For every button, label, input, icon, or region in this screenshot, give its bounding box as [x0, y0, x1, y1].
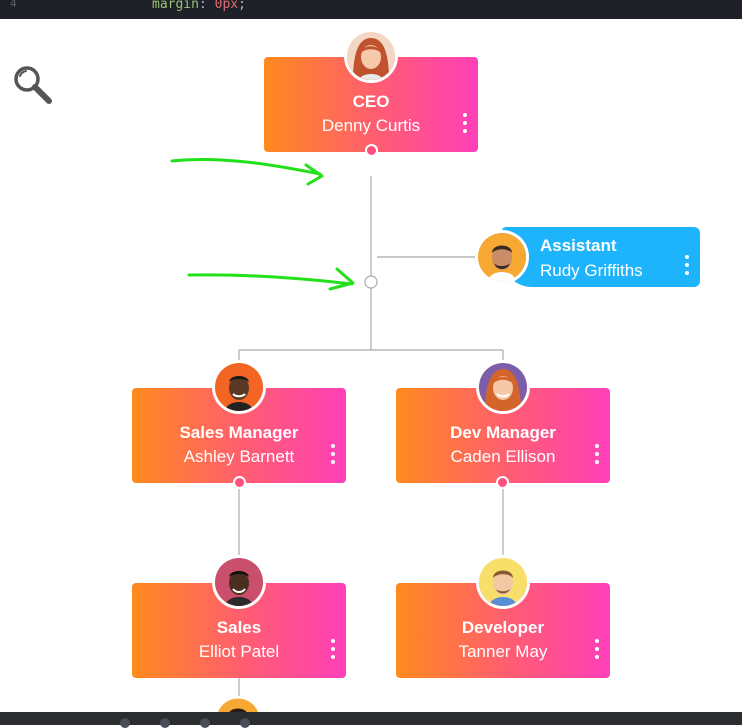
node-dev-manager[interactable]: Dev Manager Caden Ellison: [396, 360, 610, 489]
code-line: margin: 0px;: [152, 0, 246, 15]
code-editor-strip: 4 margin: 0px;: [0, 0, 742, 19]
expand-port[interactable]: [365, 144, 378, 157]
node-developer[interactable]: Developer Tanner May: [396, 555, 610, 678]
avatar: [212, 555, 266, 609]
node-title: Dev Manager: [450, 423, 556, 442]
expand-port[interactable]: [233, 476, 246, 489]
avatar: [212, 360, 266, 414]
node-sales-manager[interactable]: Sales Manager Ashley Barnett: [132, 360, 346, 489]
avatar: [475, 230, 529, 284]
avatar: [344, 29, 398, 83]
node-name: Denny Curtis: [321, 116, 421, 135]
node-name: Ashley Barnett: [183, 447, 295, 466]
node-assistant[interactable]: Assistant Rudy Griffiths: [475, 227, 700, 287]
connector-junction-handle: [364, 275, 378, 289]
more-menu-icon[interactable]: [330, 444, 336, 468]
more-menu-icon[interactable]: [594, 639, 600, 663]
more-menu-icon[interactable]: [594, 444, 600, 468]
node-title: Sales Manager: [179, 423, 299, 442]
avatar: [476, 360, 530, 414]
code-property: margin: [152, 0, 199, 12]
node-name: Rudy Griffiths: [540, 261, 643, 280]
node-name: Tanner May: [458, 642, 548, 661]
node-ceo[interactable]: CEO Denny Curtis: [264, 29, 478, 157]
code-colon: :: [198, 0, 207, 12]
node-title: Developer: [461, 618, 545, 637]
annotation-arrow-bottom: [187, 267, 355, 291]
toolbar-glyph: [120, 718, 130, 728]
node-title: Sales: [216, 618, 262, 637]
node-title: CEO: [352, 92, 390, 111]
annotation-arrow-top: [170, 157, 324, 186]
line-number: 4: [10, 0, 17, 10]
code-value: 0px: [214, 0, 239, 12]
bottom-toolbar-strip: [0, 712, 742, 728]
toolbar-glyph: [200, 718, 210, 728]
node-sales[interactable]: Sales Elliot Patel: [132, 555, 346, 678]
toolbar-glyph: [160, 718, 170, 728]
search-icon[interactable]: [12, 64, 54, 106]
node-title: Assistant: [540, 236, 617, 255]
toolbar-glyph: [240, 718, 250, 728]
expand-port[interactable]: [496, 476, 509, 489]
node-name: Caden Ellison: [450, 447, 556, 466]
node-name: Elliot Patel: [198, 642, 280, 661]
more-menu-icon[interactable]: [684, 255, 690, 279]
avatar: [476, 555, 530, 609]
code-semicolon: ;: [238, 0, 246, 12]
more-menu-icon[interactable]: [330, 639, 336, 663]
more-menu-icon[interactable]: [462, 113, 468, 137]
